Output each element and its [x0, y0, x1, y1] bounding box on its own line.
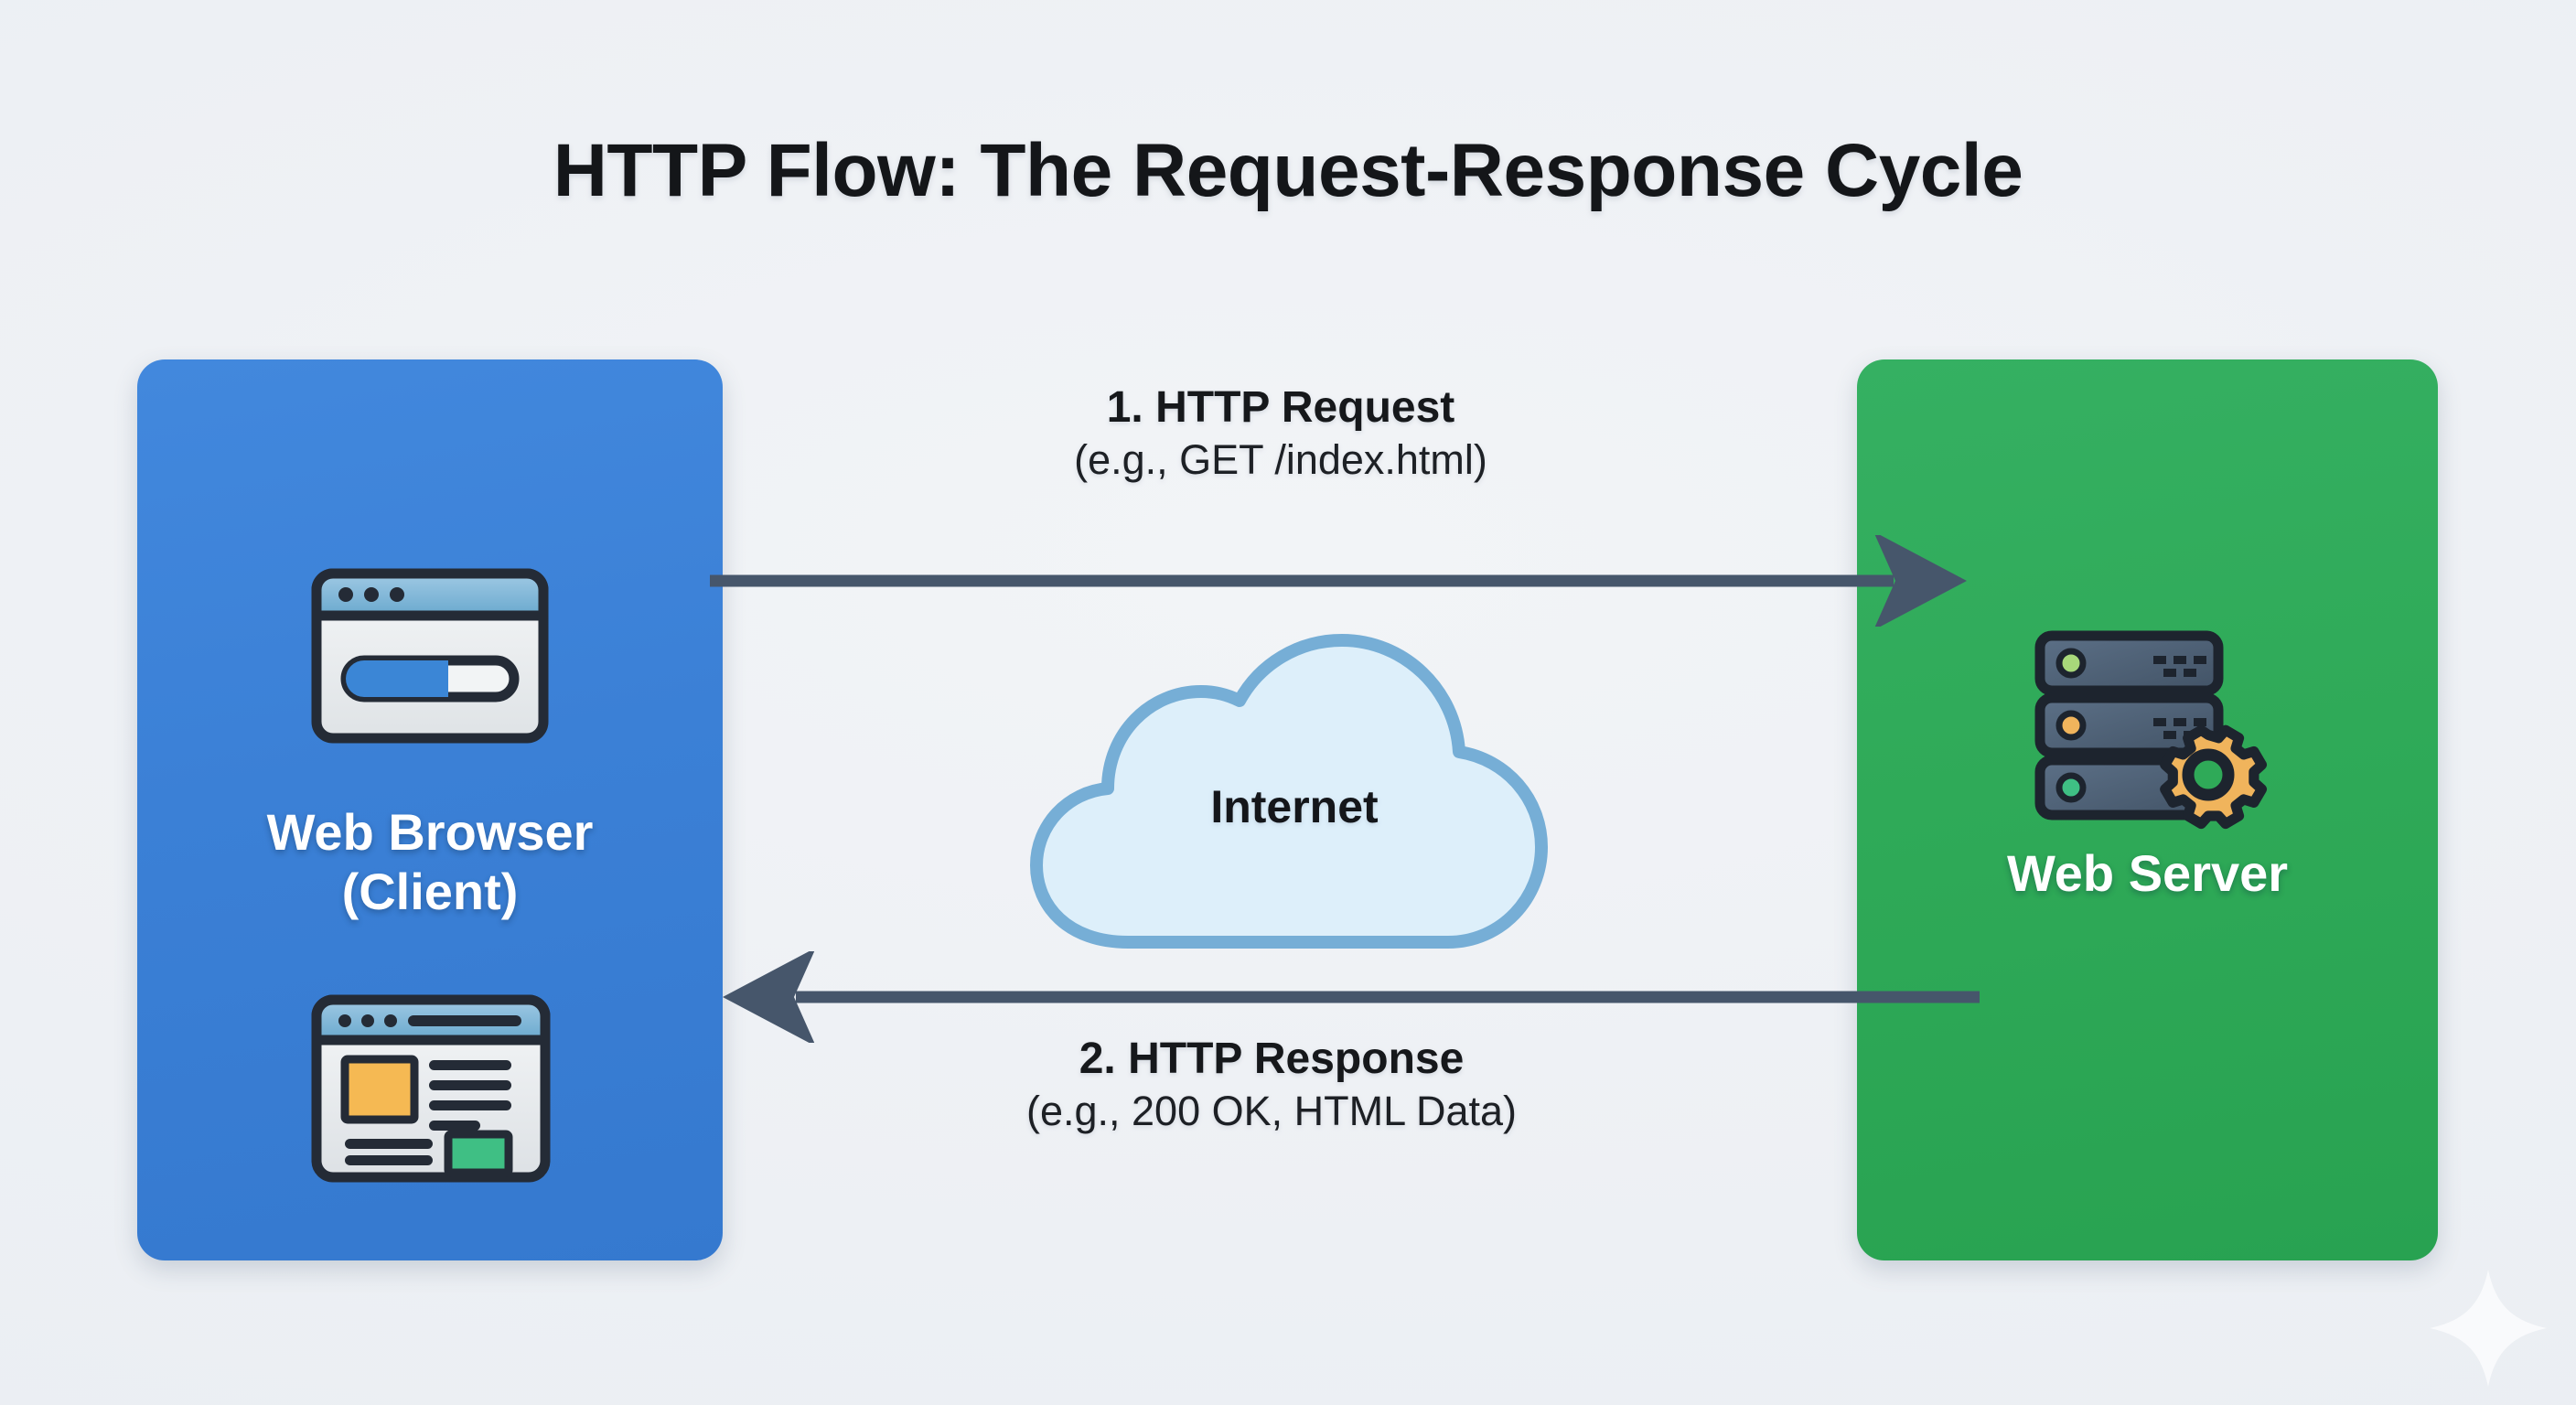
internet-cloud[interactable]: Internet: [1020, 631, 1569, 965]
request-label-sub: (e.g., GET /index.html): [1074, 435, 1487, 483]
sparkle-icon: [2430, 1270, 2547, 1387]
response-label-sub: (e.g., 200 OK, HTML Data): [1025, 1087, 1518, 1134]
client-node-label: Web Browser (Client): [137, 803, 723, 922]
response-label-main: 2. HTTP Response: [1079, 1035, 1465, 1083]
response-arrow-label: 2. HTTP Response (e.g., 200 OK, HTML Dat…: [732, 1034, 1811, 1137]
client-node-box[interactable]: Web Browser (Client): [137, 359, 723, 1260]
client-label-line1: Web Browser: [266, 803, 594, 861]
server-rack-gear-icon: [2014, 616, 2280, 849]
server-node-label: Web Server: [2006, 844, 2289, 902]
rendered-webpage-icon: [300, 981, 560, 1198]
request-arrow: [710, 535, 1967, 627]
response-arrow: [723, 951, 1980, 1043]
request-label-main: 1. HTTP Request: [1106, 383, 1455, 432]
internet-cloud-label: Internet: [1210, 781, 1379, 832]
cloud-icon: [1030, 634, 1548, 949]
browser-window-loading-icon: [302, 553, 558, 759]
client-label-line2: (Client): [341, 862, 519, 920]
request-arrow-label: 1. HTTP Request (e.g., GET /index.html): [759, 382, 1802, 486]
page-title: HTTP Flow: The Request-Response Cycle: [553, 129, 2023, 212]
server-node-box[interactable]: Web Server: [1857, 359, 2438, 1260]
